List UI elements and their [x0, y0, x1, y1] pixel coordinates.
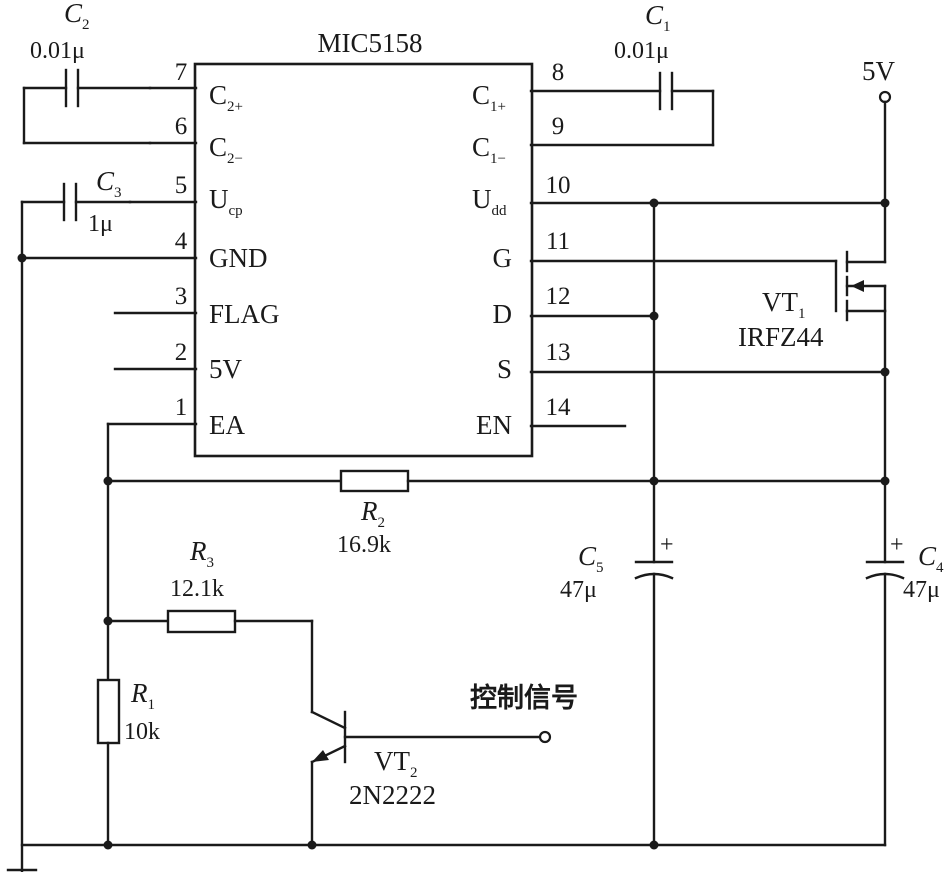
pin-8-number: 8	[552, 59, 565, 86]
capacitor-c3	[20, 182, 132, 222]
pin-9-label: C1−	[472, 132, 506, 167]
c1-label: C1	[645, 0, 671, 35]
pin-10-number: 10	[546, 172, 571, 199]
pin-1-number: 1	[175, 394, 188, 421]
c5-polarity: +	[660, 532, 674, 558]
vt2-part: 2N2222	[349, 780, 436, 810]
c2-value: 0.01μ	[30, 38, 85, 64]
resistor-r3	[166, 609, 237, 634]
pin-13-number: 13	[546, 339, 571, 366]
r2-value: 16.9k	[337, 532, 391, 558]
ic-title: MIC5158	[317, 28, 422, 58]
vt1-label: VT1	[762, 287, 806, 322]
capacitor-c4	[865, 560, 905, 847]
capacitor-c5	[634, 560, 674, 847]
pin-2-number: 2	[175, 339, 188, 366]
control-signal-label: 控制信号	[470, 683, 578, 714]
pin-6-label: C2−	[209, 132, 243, 167]
supply-label: 5V	[862, 56, 896, 86]
control-signal-terminal	[538, 730, 552, 744]
vt2-label: VT2	[374, 746, 418, 781]
c5-value: 47μ	[560, 577, 597, 603]
pin-8-label: C1+	[472, 80, 506, 115]
c5-label: C5	[578, 541, 604, 576]
pin-12-label: D	[493, 299, 513, 329]
pin-9-number: 9	[552, 113, 565, 140]
r3-label: R3	[189, 536, 214, 571]
c3-value: 1μ	[88, 211, 113, 237]
pin-4-number: 4	[175, 228, 188, 255]
pin-14-label: EN	[476, 410, 512, 440]
resistor-r2	[339, 469, 410, 493]
r3-value: 12.1k	[170, 576, 224, 602]
mosfet-vt1	[834, 250, 887, 322]
pin-11-number: 11	[546, 228, 570, 255]
capacitor-c2	[22, 68, 152, 145]
r1-value: 10k	[124, 719, 160, 745]
pin-7-number: 7	[175, 59, 188, 86]
resistor-r1	[96, 678, 121, 745]
pin-11-label: G	[493, 243, 513, 273]
pin-4-label: GND	[209, 243, 268, 273]
pin-14-number: 14	[546, 394, 572, 421]
c2-label: C2	[64, 0, 90, 33]
pin-1-label: EA	[209, 410, 245, 440]
pin-12-number: 12	[546, 283, 571, 310]
pin-3-number: 3	[175, 283, 188, 310]
pin-6-number: 6	[175, 113, 188, 140]
pin-13-label: S	[497, 354, 512, 384]
c4-label: C4	[918, 541, 944, 576]
vt1-part: IRFZ44	[738, 322, 824, 352]
supply-terminal	[878, 90, 892, 104]
c4-polarity: +	[890, 532, 904, 558]
pin-5-label: Ucp	[209, 184, 243, 219]
pin-3-label: FLAG	[209, 299, 280, 329]
capacitor-c1	[658, 71, 715, 147]
r2-label: R2	[360, 496, 385, 531]
c3-label: C3	[96, 166, 122, 201]
transistor-vt2	[310, 710, 544, 847]
pin-10-label: Udd	[472, 184, 507, 219]
r1-label: R1	[130, 678, 155, 713]
c4-value: 47μ	[903, 577, 940, 603]
pin-5-number: 5	[175, 172, 188, 199]
c1-value: 0.01μ	[614, 38, 669, 64]
pin-7-label: C2+	[209, 80, 243, 115]
pin-2-label: 5V	[209, 354, 243, 384]
